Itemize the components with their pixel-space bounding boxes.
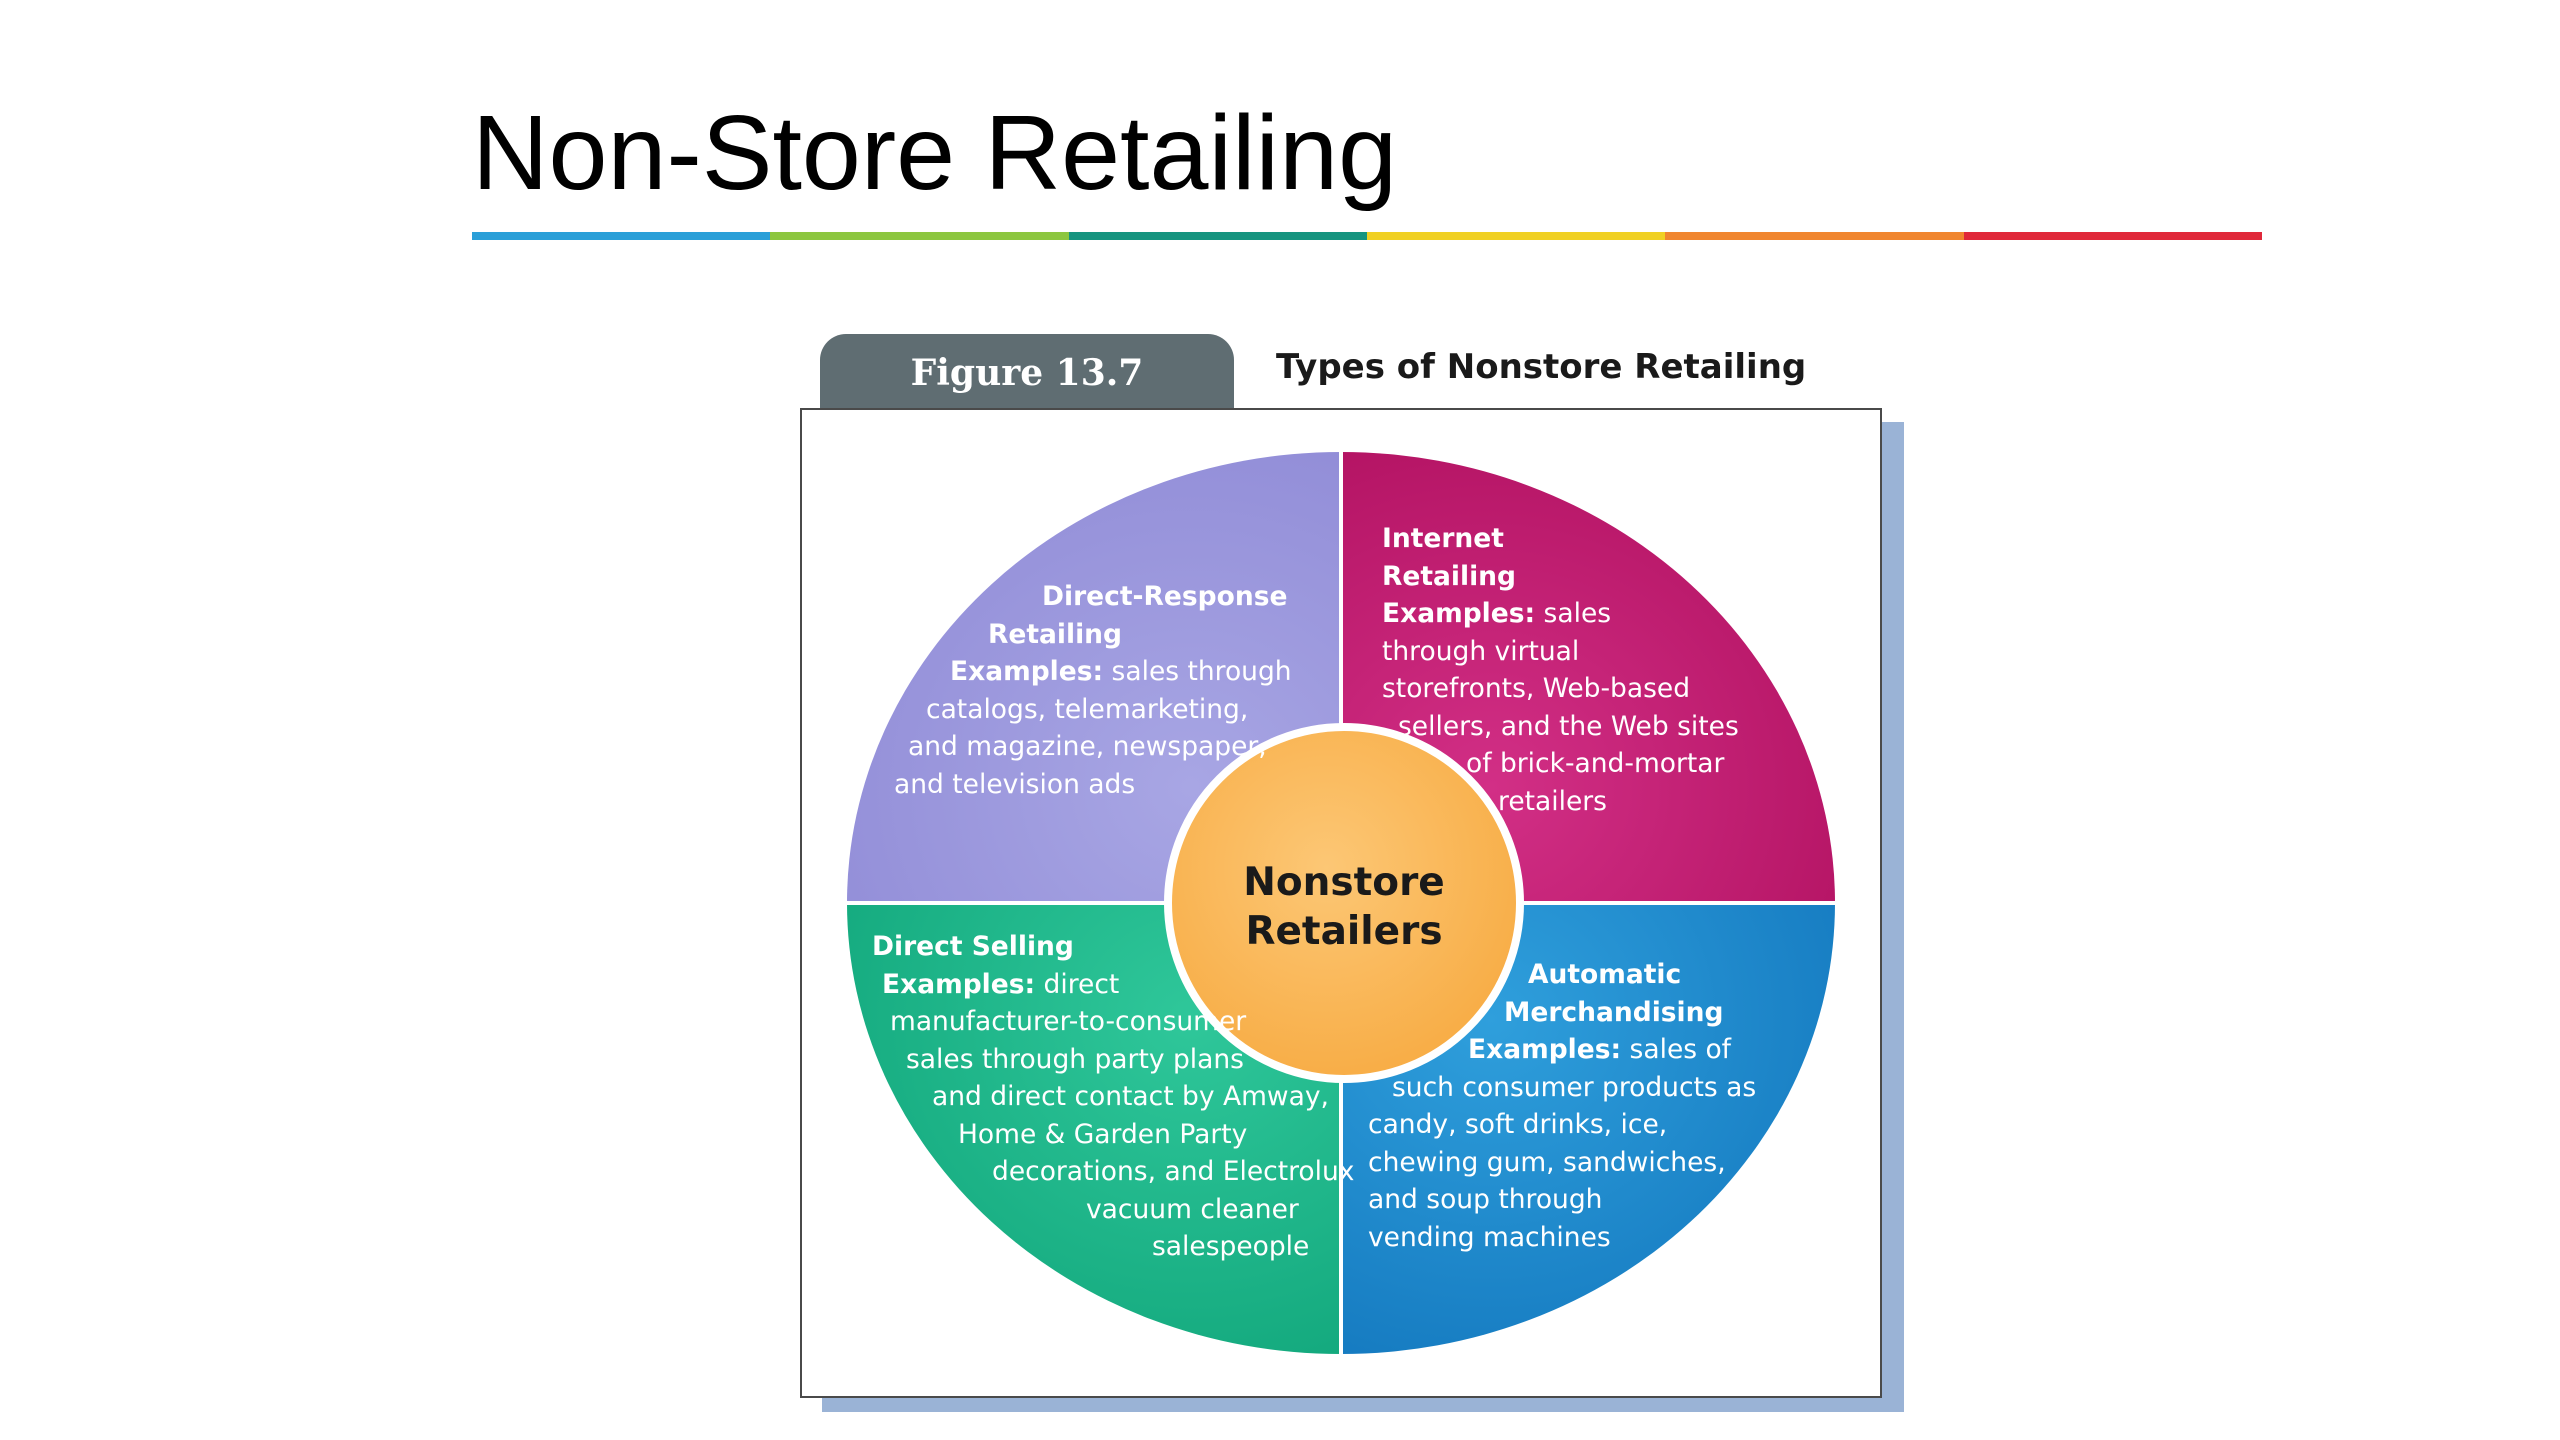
automatic-examples-start: sales of <box>1629 1034 1732 1065</box>
automatic-title-2: Merchandising <box>1504 996 1724 1028</box>
direct-response-examples-line: Examples: sales through <box>950 653 1292 691</box>
internet-examples-line: Examples: sales <box>1382 595 1739 633</box>
automatic-title-1: Automatic <box>1528 959 1682 990</box>
internet-example-5: retailers <box>1498 785 1607 817</box>
center-label-line-1: Nonstore <box>1243 860 1445 905</box>
underline-segment-red <box>1963 232 2262 240</box>
direct-selling-examples-start: direct <box>1043 968 1120 1000</box>
direct-selling-text: Direct Selling Examples: direct manufact… <box>872 928 1354 1266</box>
direct-response-text: Direct-Response Retailing Examples: sale… <box>890 578 1292 803</box>
direct-response-example-3: and television ads <box>894 768 1136 800</box>
figure-number-tab: Figure 13.7 <box>820 334 1234 412</box>
internet-example-1: through virtual <box>1382 635 1580 667</box>
direct-response-title-1: Direct-Response <box>1042 581 1288 612</box>
examples-label: Examples: <box>1468 1034 1622 1065</box>
direct-selling-examples-line: Examples: direct <box>882 966 1354 1004</box>
direct-selling-title: Direct Selling <box>872 931 1074 962</box>
figure-caption: Types of Nonstore Retailing <box>1276 347 1807 387</box>
direct-selling-example-1: manufacturer-to-consumer <box>890 1006 1247 1037</box>
examples-label: Examples: <box>1382 598 1536 629</box>
center-circle <box>1164 723 1524 1083</box>
internet-example-3: sellers, and the Web sites <box>1398 710 1739 742</box>
automatic-example-3: chewing gum, sandwiches, <box>1368 1146 1726 1178</box>
automatic-example-1: such consumer products as <box>1392 1071 1757 1103</box>
internet-example-2: storefronts, Web-based <box>1382 673 1691 704</box>
internet-example-4: of brick-and-mortar <box>1466 748 1725 779</box>
direct-response-title-2: Retailing <box>988 618 1123 650</box>
direct-selling-example-3: and direct contact by Amway, <box>932 1081 1329 1112</box>
examples-label: Examples: <box>950 656 1104 687</box>
automatic-merchandising-text: Automatic Merchandising Examples: sales … <box>1368 956 1756 1256</box>
underline-segment-teal <box>1068 232 1367 240</box>
underline-segment-yellow <box>1366 232 1666 240</box>
automatic-example-4: and soup through <box>1368 1184 1603 1215</box>
direct-response-examples-start: sales through <box>1111 656 1292 687</box>
title-underline <box>472 232 2262 240</box>
underline-segment-green <box>770 232 1069 240</box>
automatic-example-2: candy, soft drinks, ice, <box>1368 1109 1668 1140</box>
direct-selling-example-2: sales through party plans <box>906 1043 1244 1075</box>
underline-segment-blue <box>472 232 771 240</box>
internet-title-2: Retailing <box>1382 560 1517 592</box>
automatic-example-5: vending machines <box>1368 1221 1611 1253</box>
direct-selling-example-7: salespeople <box>1152 1231 1310 1262</box>
direct-response-example-1: catalogs, telemarketing, <box>926 693 1249 725</box>
direct-selling-example-4: Home & Garden Party <box>958 1118 1248 1150</box>
slide-title: Non-Store Retailing <box>472 94 1398 212</box>
internet-title-1: Internet <box>1382 523 1504 554</box>
center-label-line-2: Retailers <box>1245 909 1443 954</box>
underline-segment-orange <box>1665 232 1964 240</box>
direct-selling-example-5: decorations, and Electrolux <box>992 1156 1355 1187</box>
internet-retailing-text: Internet Retailing Examples: sales throu… <box>1382 520 1739 820</box>
internet-examples-start: sales <box>1543 598 1612 629</box>
center-label: Nonstore Retailers <box>1166 858 1522 956</box>
direct-response-example-2: and magazine, newspaper, <box>908 731 1267 762</box>
examples-label: Examples: <box>882 968 1036 1000</box>
direct-selling-example-6: vacuum cleaner <box>1086 1193 1299 1225</box>
automatic-examples-line: Examples: sales of <box>1468 1031 1756 1069</box>
